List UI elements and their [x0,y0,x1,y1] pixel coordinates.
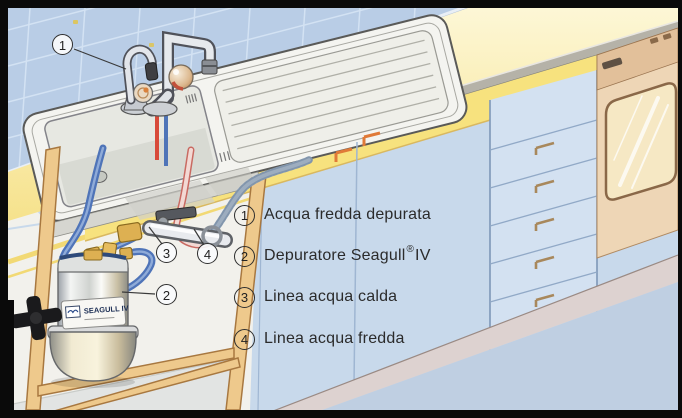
frame-brace [55,357,241,410]
drainboard [214,30,449,163]
callout-4: 4 [197,243,218,264]
legend-label-4: Linea acqua fredda [264,330,405,347]
drawer-stack [489,70,598,352]
kick-space [322,282,678,410]
sink [22,14,468,222]
canister-bowl [49,331,137,382]
drainboard-ridges [222,39,440,150]
mixer-knob [168,64,194,90]
legend-circle-1: 1 [234,204,255,226]
main-faucet [142,30,218,166]
sink-bottom-shape [205,167,256,196]
door-seam [353,141,358,386]
front-grate [219,151,231,163]
legend-item-3: 3 Linea acqua calda [234,285,397,309]
legend-label-1: Acqua fredda depurata [264,206,431,223]
spout-tip [144,62,159,81]
leader-lines [73,48,205,295]
overflow-grate [185,93,198,104]
callout-2: 2 [156,284,177,305]
callout-3: 3 [156,242,177,263]
legend-item-4: 4 Linea acqua fredda [234,327,405,351]
drawer-handles [534,141,555,307]
oven-badge [602,57,623,70]
purifier-canister: SEAGULL IV [47,249,139,388]
canister-label: SEAGULL IV [60,296,129,330]
valve-assembly [116,206,233,248]
callout-1: 1 [52,34,73,55]
cold-water-tube [202,156,313,244]
sink-bottom-shape [125,180,215,220]
legend-circle-3: 3 [234,286,255,308]
bird-icon [67,309,79,314]
brass-nut [116,222,143,243]
legend-label-2-text: Depuratore Seagull [264,247,406,264]
frame-rail [37,347,235,397]
registered-mark: ® [406,244,415,255]
faucet-knob [132,82,154,104]
oven [596,27,678,259]
legend-circle-2: 2 [234,245,255,267]
glass-reflections [613,95,669,189]
legend-item-1: 1 Acqua fredda depurata [234,203,431,227]
shutoff-valve [9,295,63,341]
purifier-label-text: SEAGULL IV [84,304,129,316]
legend-circle-4: 4 [234,328,255,350]
legend-item-2: 2 Depuratore Seagull®IV [234,244,431,268]
floor [8,358,238,410]
legend-label-2-suffix: IV [415,247,431,264]
oven-control-panel [596,27,678,91]
apron-handles [334,131,381,162]
right-cabinets [257,27,678,410]
legend-label-2: Depuratore Seagull®IV [264,244,431,265]
legend-label-3: Linea acqua calda [264,288,398,305]
